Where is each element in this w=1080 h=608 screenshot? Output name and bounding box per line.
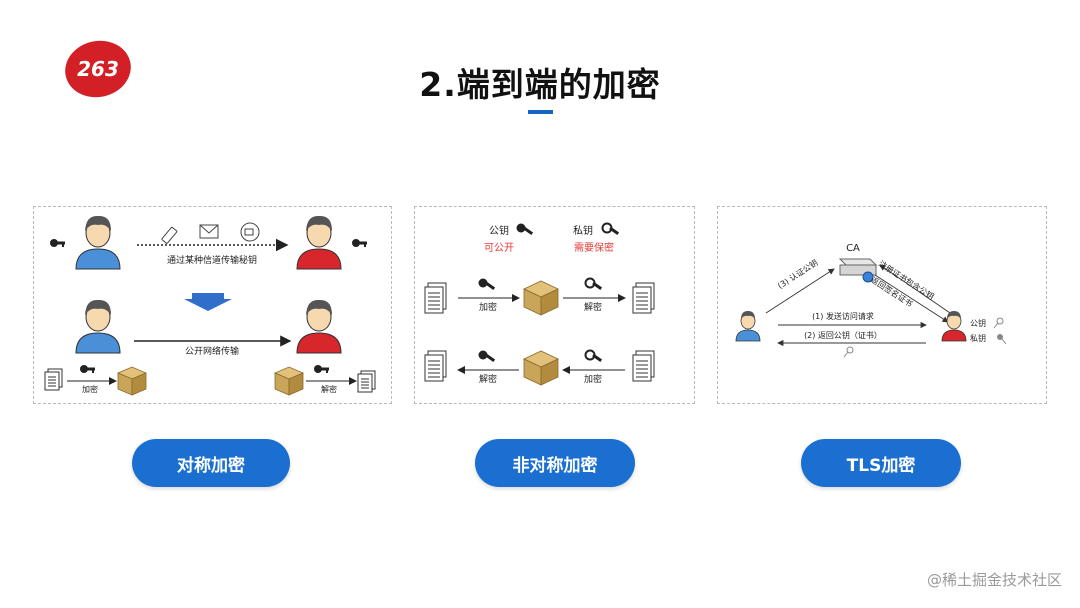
encrypt-label: 加密 xyxy=(82,384,98,394)
private-note: 需要保密 xyxy=(574,241,614,254)
mail-icon xyxy=(199,224,219,239)
asymmetric-encryption-diagram: 公钥 可公开 私钥 需要保密 加密 解密 解密 加密 xyxy=(414,206,695,404)
public-note: 可公开 xyxy=(484,243,514,254)
decrypt-label: 解密 xyxy=(479,373,497,385)
symmetric-encryption-diagram: 通过某种信道传输秘钥 公开网络传输 加密 解密 xyxy=(33,206,392,404)
step1-label: (1) 发送访问请求 xyxy=(812,311,874,321)
step2-label: (2) 返回公钥（证书） xyxy=(804,330,882,340)
receiver-avatar xyxy=(296,215,342,270)
public-key-label: 公钥 xyxy=(970,318,986,328)
symmetric-encryption-button[interactable]: 对称加密 xyxy=(132,439,290,487)
private-key-icon xyxy=(997,334,1007,345)
document-icon xyxy=(424,350,447,382)
step3-label: (3) 认证公钥 xyxy=(776,257,820,290)
package-icon xyxy=(523,350,559,386)
private-key-icon xyxy=(584,349,604,363)
document-icon xyxy=(632,350,655,382)
receiver-avatar xyxy=(296,299,342,354)
private-key-icon xyxy=(601,222,621,236)
sender-avatar xyxy=(75,299,121,354)
document-icon xyxy=(44,368,63,391)
asymmetric-encryption-button[interactable]: 非对称加密 xyxy=(475,439,635,487)
private-key-label: 私钥 xyxy=(970,333,986,343)
tls-encryption-diagram: CA (3) 认证公钥 注册证书包含公钥 返回签名证书 (1) 发送访问请求 (… xyxy=(717,206,1047,404)
key-icon xyxy=(352,239,367,247)
public-key-icon xyxy=(478,350,496,362)
delivery-icon xyxy=(240,222,260,242)
svg-text:263: 263 xyxy=(77,57,119,81)
decrypt-label: 解密 xyxy=(584,301,602,313)
encrypt-label: 加密 xyxy=(479,301,497,313)
title-underline xyxy=(528,110,553,114)
ca-server-icon xyxy=(838,258,878,283)
usb-icon xyxy=(161,226,178,244)
channel-label: 通过某种信道传输秘钥 xyxy=(167,254,257,266)
package-icon xyxy=(523,280,559,316)
brand-logo: 263 xyxy=(62,38,134,100)
public-key-label: 公钥 xyxy=(489,224,509,237)
document-icon xyxy=(424,282,447,314)
encrypt-label: 加密 xyxy=(584,373,602,385)
package-icon xyxy=(117,366,147,396)
watermark: @稀土掘金技术社区 xyxy=(926,571,1062,589)
public-label: 公开网络传输 xyxy=(185,345,239,357)
key-icon xyxy=(50,239,65,247)
key-icon xyxy=(314,365,329,373)
public-key-icon xyxy=(478,278,496,290)
sender-avatar xyxy=(75,215,121,270)
server-avatar xyxy=(941,310,967,342)
key-icon xyxy=(80,365,95,373)
client-avatar xyxy=(735,310,761,342)
public-key-icon xyxy=(993,317,1004,329)
document-icon xyxy=(632,282,655,314)
tls-encryption-button[interactable]: TLS加密 xyxy=(801,439,961,487)
document-icon xyxy=(357,370,376,393)
public-key-icon xyxy=(516,223,534,235)
key-icon xyxy=(843,346,854,358)
down-arrow xyxy=(184,293,232,311)
private-key-icon xyxy=(584,277,604,291)
page-title: 2.端到端的加密 xyxy=(419,65,661,104)
private-key-label: 私钥 xyxy=(573,224,593,237)
decrypt-label: 解密 xyxy=(321,384,337,394)
ca-label: CA xyxy=(846,243,860,254)
package-icon xyxy=(274,366,304,396)
